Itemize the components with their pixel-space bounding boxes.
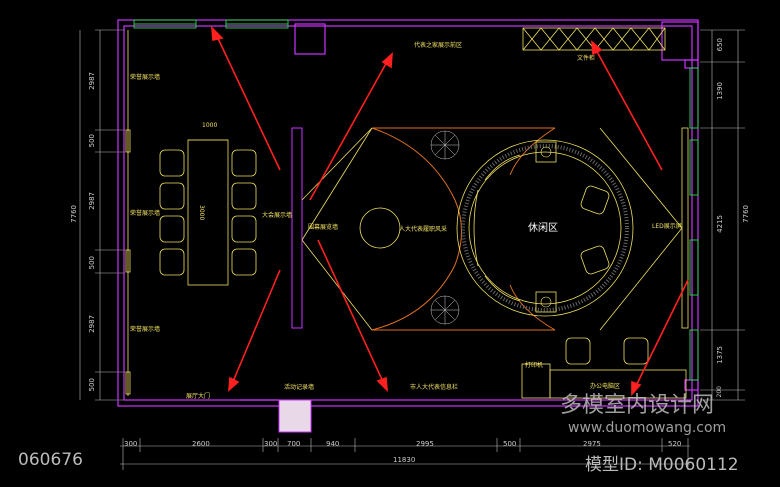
door [240,399,312,433]
dim-bottom-3: 300 [264,440,278,448]
left-display-walls [125,30,131,396]
dim-left-5: 2987 [88,315,96,333]
label-screen-wall: 围幕展览墙 [308,224,339,231]
dim-bottom-5: 940 [326,440,340,448]
divider-wall [291,127,303,329]
plant-top [430,130,460,160]
dim-bottom-2: 2600 [192,440,210,448]
dim-left-1: 2987 [88,72,96,90]
direction-arrows [211,25,689,397]
dim-bottom-4: 700 [287,440,301,448]
dim-right-1: 650 [716,38,724,52]
watermark-url: www.duomowang.com [568,420,727,436]
dim-bottom-1: 300 [124,440,138,448]
dim-left-4: 500 [88,256,96,270]
right-dimensions [700,29,745,401]
label-table-length: 3000 [198,205,205,221]
sightlines [301,127,683,331]
label-honor-wall-3: 荣誉展示墙 [130,326,161,333]
label-activity-wall: 活动记录墙 [284,384,315,391]
dim-right-5: 200 [716,386,723,398]
chairs-right [231,149,257,276]
left-dimensions [79,29,125,401]
dim-left-3: 2987 [88,192,96,210]
label-honor-wall-1: 荣誉展示墙 [130,74,161,81]
chairs-left [159,149,185,276]
dim-right-total: 7760 [742,205,750,223]
walls [117,19,699,407]
dim-bottom-8: 2975 [583,440,601,448]
label-front-area: 代表之家展示前区 [414,42,463,49]
watermark-model-id: 模型ID: M0060112 [585,455,739,475]
dim-right-4: 1375 [716,346,724,364]
dim-bottom-6: 2995 [416,440,434,448]
plant-bottom [430,295,460,325]
label-printer: 打印机 [525,362,544,369]
central-arcs [371,127,556,331]
bottom-dimensions [120,438,690,470]
dim-left-2: 500 [88,134,96,148]
watermark-code: 060676 [18,450,83,470]
label-main-door: 展厅大门 [186,393,211,400]
dim-right-3: 4215 [716,215,724,233]
dim-bottom-9: 520 [668,440,682,448]
dim-left-total: 7760 [70,205,78,223]
watermark-brand: 多模室内设计网 [560,393,715,418]
dim-bottom-7: 500 [503,440,517,448]
label-office: 办公电脑区 [590,383,621,390]
label-conference-wall: 大会展示墙 [262,212,293,219]
windows [133,19,699,381]
label-center: 人大代表履职风采 [399,226,448,233]
label-led-screen: LED展示屏 [652,223,682,230]
dim-right-2: 1390 [716,82,724,100]
lounge-area [456,139,634,317]
label-lounge: 休闲区 [528,223,558,234]
label-rep-wall: 市人大代表信息栏 [410,384,459,391]
label-honor-wall-2: 荣誉展示墙 [130,210,161,217]
label-table-width: 1000 [202,122,218,129]
office-area [521,337,687,399]
dim-bottom-total: 11830 [393,456,416,464]
meeting-table [187,139,229,286]
center-circle [359,207,401,249]
label-file-cabinet: 文件柜 [577,55,596,62]
dim-left-6: 500 [88,378,96,392]
